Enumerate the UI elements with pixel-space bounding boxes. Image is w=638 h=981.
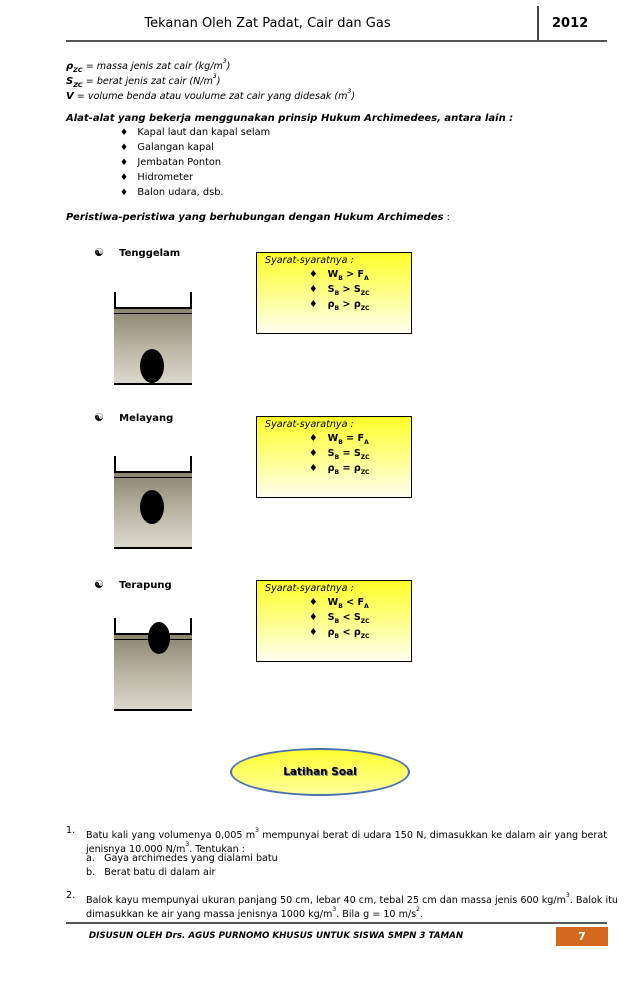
object-ball xyxy=(140,349,164,383)
diamond-icon: ♦ xyxy=(120,143,129,153)
list-item: b. Berat batu di dalam air xyxy=(86,867,216,878)
condition-box-tenggelam: Syarat-syaratnya : ♦ WB > FA ♦ SB > SZC … xyxy=(256,252,412,334)
diamond-icon: ♦ xyxy=(309,448,318,459)
header-title: Tekanan Oleh Zat Padat, Cair dan Gas xyxy=(144,16,391,31)
diamond-icon: ♦ xyxy=(309,463,318,474)
diamond-icon: ♦ xyxy=(120,158,129,168)
list-item: ♦ Hidrometer xyxy=(120,172,194,183)
diamond-icon: ♦ xyxy=(120,188,129,198)
diamond-icon: ♦ xyxy=(309,269,318,280)
diamond-icon: ♦ xyxy=(120,173,129,183)
list-item: ♦ Kapal laut dan kapal selam xyxy=(120,127,271,138)
list-item: a. Gaya archimedes yang dialami batu xyxy=(86,853,278,864)
page-number: 7 xyxy=(556,927,608,946)
definition-s: SZC = berat jenis zat cair (N/m3) xyxy=(66,73,221,89)
condition-box-melayang: Syarat-syaratnya : ♦ WB = FA ♦ SB = SZC … xyxy=(256,416,412,498)
header-rule xyxy=(66,40,607,42)
definition-rho: ρZC = massa jenis zat cair (kg/m3) xyxy=(66,58,231,74)
beaker-terapung xyxy=(114,618,192,711)
yin-yang-icon: ☯ xyxy=(94,578,104,591)
diamond-icon: ♦ xyxy=(309,612,318,623)
diamond-icon: ♦ xyxy=(309,597,318,608)
yin-yang-icon: ☯ xyxy=(94,246,104,259)
list-item: ♦ Galangan kapal xyxy=(120,142,214,153)
beaker-melayang xyxy=(114,456,192,549)
beaker-tenggelam xyxy=(114,292,192,385)
header-year: 2012 xyxy=(552,16,589,31)
footer-text: DISUSUN OLEH Drs. AGUS PURNOMO KHUSUS UN… xyxy=(88,931,464,941)
diamond-icon: ♦ xyxy=(309,299,318,310)
list-item: ♦ Balon udara, dsb. xyxy=(120,187,224,198)
definition-v: V = volume benda atau voulume zat cair y… xyxy=(66,88,356,102)
footer-rule xyxy=(66,922,607,924)
diamond-icon: ♦ xyxy=(309,284,318,295)
case-terapung: ☯ Terapung xyxy=(94,578,172,591)
header-divider xyxy=(537,6,539,42)
yin-yang-icon: ☯ xyxy=(94,411,104,424)
condition-box-terapung: Syarat-syaratnya : ♦ WB < FA ♦ SB < SZC … xyxy=(256,580,412,662)
tools-heading: Alat-alat yang bekerja menggunakan prins… xyxy=(66,113,514,124)
diamond-icon: ♦ xyxy=(309,433,318,444)
case-melayang: ☯ Melayang xyxy=(94,411,174,424)
case-tenggelam: ☯ Tenggelam xyxy=(94,246,181,259)
list-item: ♦ Jembatan Ponton xyxy=(120,157,222,168)
object-ball xyxy=(148,622,170,654)
diamond-icon: ♦ xyxy=(309,627,318,638)
diamond-icon: ♦ xyxy=(120,128,129,138)
object-ball xyxy=(140,490,164,524)
events-heading: Peristiwa-peristiwa yang berhubungan den… xyxy=(66,212,450,223)
latihan-soal-banner: Latihan Soal xyxy=(230,748,410,796)
